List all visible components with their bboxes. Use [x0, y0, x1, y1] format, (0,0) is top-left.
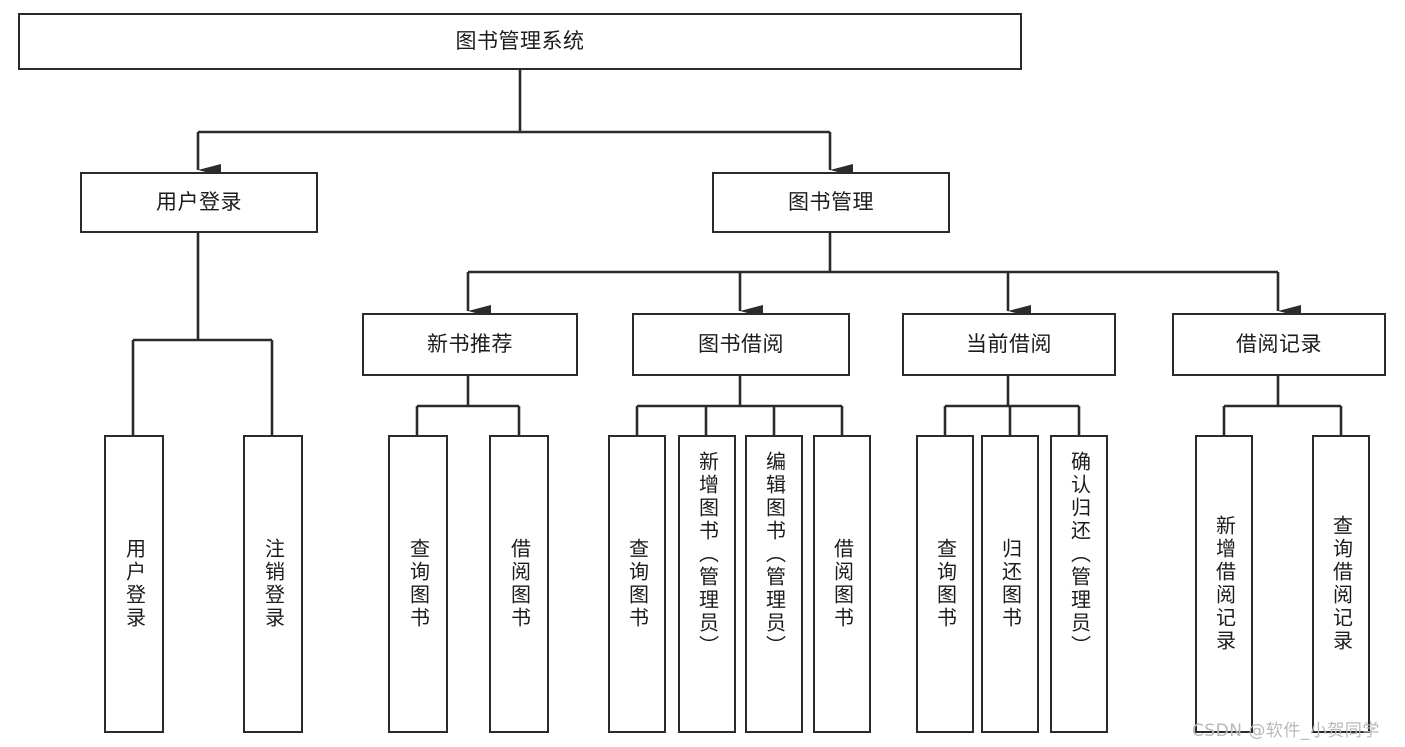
node-leaf-borrow-book-2[interactable]: 借阅图书	[813, 435, 871, 733]
node-user-login[interactable]: 用户登录	[80, 172, 318, 233]
node-leaf-query-book-2-label: 查询图书	[625, 538, 650, 630]
node-leaf-add-record-label: 新增借阅记录	[1212, 515, 1237, 653]
node-leaf-logout-login[interactable]: 注销登录	[243, 435, 303, 733]
node-leaf-edit-book-label: 编辑图书（管理员）	[762, 451, 787, 658]
watermark-text: CSDN @软件_小贺同学	[1192, 721, 1380, 741]
node-user-login-label: 用户登录	[156, 190, 242, 215]
node-leaf-query-book-2[interactable]: 查询图书	[608, 435, 666, 733]
node-leaf-add-book[interactable]: 新增图书（管理员）	[678, 435, 736, 733]
node-borrow-record-label: 借阅记录	[1236, 332, 1322, 357]
node-new-book-recommend-label: 新书推荐	[427, 332, 513, 357]
node-leaf-borrow-book-1-label: 借阅图书	[507, 538, 532, 630]
node-book-management[interactable]: 图书管理	[712, 172, 950, 233]
node-leaf-logout-login-label: 注销登录	[261, 538, 286, 630]
node-leaf-confirm-return[interactable]: 确认归还（管理员）	[1050, 435, 1108, 733]
node-leaf-query-book-3-label: 查询图书	[933, 538, 958, 630]
node-leaf-return-book-label: 归还图书	[998, 538, 1023, 630]
node-book-borrow-label: 图书借阅	[698, 332, 784, 357]
node-leaf-user-login[interactable]: 用户登录	[104, 435, 164, 733]
node-leaf-user-login-label: 用户登录	[122, 538, 147, 630]
node-borrow-record[interactable]: 借阅记录	[1172, 313, 1386, 376]
node-root-label: 图书管理系统	[455, 29, 585, 54]
node-leaf-add-book-label: 新增图书（管理员）	[695, 451, 720, 658]
node-leaf-borrow-book-1[interactable]: 借阅图书	[489, 435, 549, 733]
node-book-borrow[interactable]: 图书借阅	[632, 313, 850, 376]
node-root[interactable]: 图书管理系统	[18, 13, 1022, 70]
node-book-management-label: 图书管理	[788, 190, 874, 215]
node-new-book-recommend[interactable]: 新书推荐	[362, 313, 578, 376]
node-leaf-query-record-label: 查询借阅记录	[1329, 515, 1354, 653]
node-leaf-borrow-book-2-label: 借阅图书	[830, 538, 855, 630]
node-current-borrow[interactable]: 当前借阅	[902, 313, 1116, 376]
node-leaf-edit-book[interactable]: 编辑图书（管理员）	[745, 435, 803, 733]
node-leaf-query-book-1-label: 查询图书	[406, 538, 431, 630]
node-leaf-confirm-return-label: 确认归还（管理员）	[1067, 451, 1092, 658]
node-leaf-query-book-1[interactable]: 查询图书	[388, 435, 448, 733]
node-leaf-query-book-3[interactable]: 查询图书	[916, 435, 974, 733]
node-current-borrow-label: 当前借阅	[966, 332, 1052, 357]
node-leaf-query-record[interactable]: 查询借阅记录	[1312, 435, 1370, 733]
node-leaf-return-book[interactable]: 归还图书	[981, 435, 1039, 733]
node-leaf-add-record[interactable]: 新增借阅记录	[1195, 435, 1253, 733]
